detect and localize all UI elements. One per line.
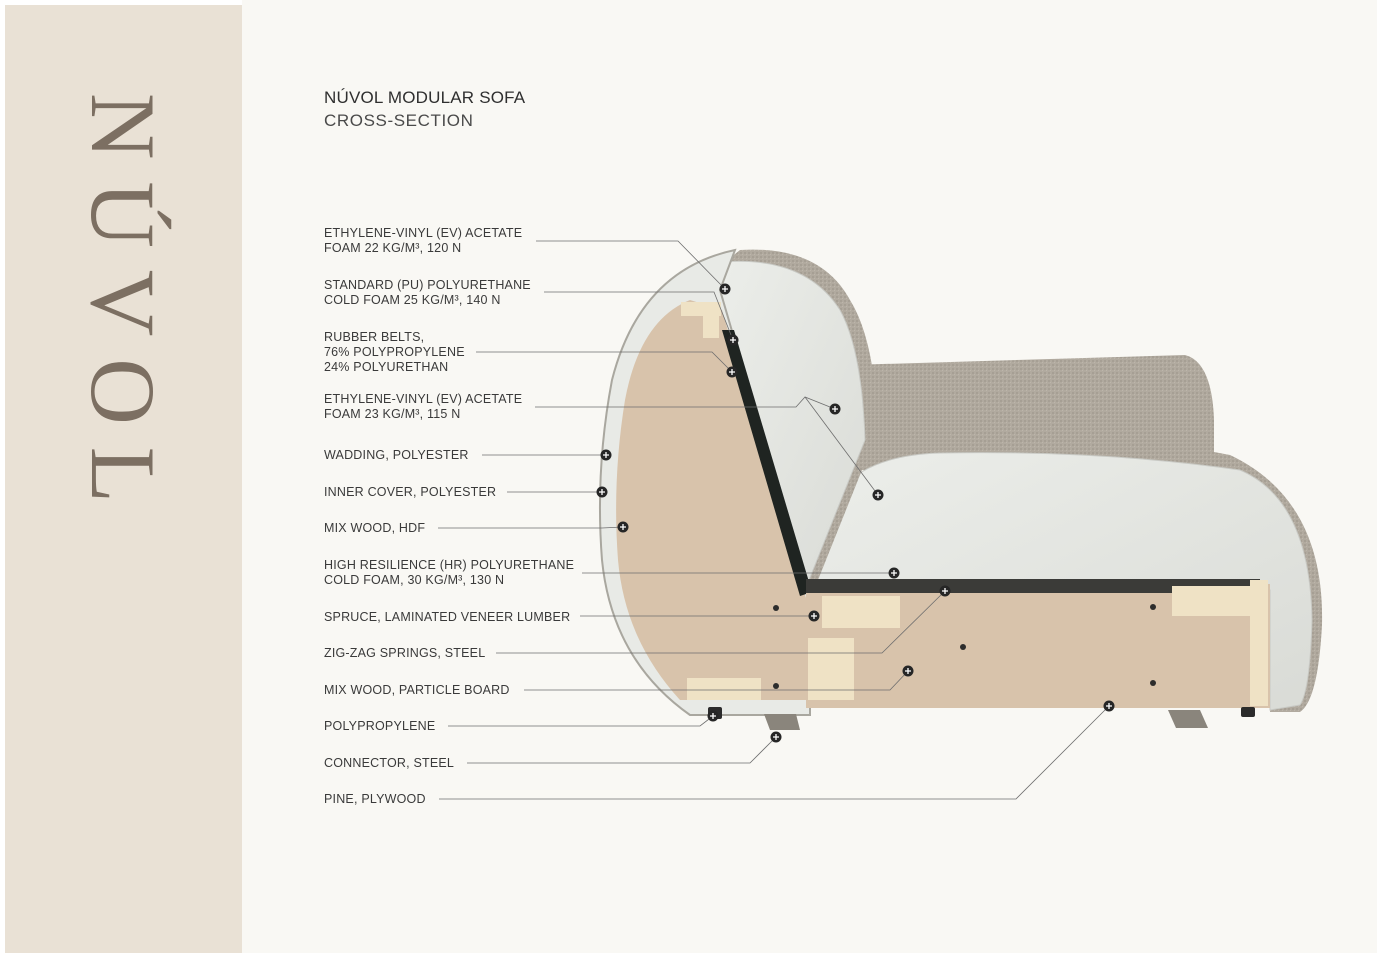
- component-label: ZIG-ZAG SPRINGS, STEEL: [324, 646, 485, 661]
- plus-in-circle-icon: [719, 283, 731, 295]
- brand-sidebar: NÚVOL: [5, 5, 242, 953]
- component-label-line: ZIG-ZAG SPRINGS, STEEL: [324, 646, 486, 660]
- lumber-block: [681, 302, 721, 316]
- diagram-subtitle: CROSS-SECTION: [324, 111, 474, 130]
- component-label-line: COLD FOAM, 30 KG/M³, 130 N: [324, 573, 505, 587]
- component-label-line: PINE, PLYWOOD: [324, 792, 426, 806]
- component-label-line: ETHYLENE-VINYL (EV) ACETATE: [324, 392, 523, 406]
- plus-in-circle-icon: [1103, 700, 1115, 712]
- component-label-line: 76% POLYPROPYLENE: [324, 345, 465, 359]
- lumber-block: [1172, 586, 1250, 616]
- leader-line: [544, 291, 734, 341]
- plus-in-circle-icon: [707, 710, 719, 722]
- lumber-block: [1250, 580, 1268, 706]
- leader-line: [439, 705, 1110, 800]
- component-label: CONNECTOR, STEEL: [324, 756, 454, 771]
- plus-in-circle-icon: [872, 489, 884, 501]
- component-label-line: CONNECTOR, STEEL: [324, 756, 455, 770]
- component-label-line: FOAM 22 KG/M³, 120 N: [324, 241, 462, 255]
- leader-line: [438, 526, 624, 529]
- leader-line: [476, 351, 733, 373]
- plus-in-circle-icon: [829, 403, 841, 415]
- component-label-line: INNER COVER, POLYESTER: [324, 485, 497, 499]
- zig-zag-springs: [806, 579, 1260, 593]
- component-label-line: POLYPROPYLENE: [324, 719, 436, 733]
- component-label: MIX WOOD, PARTICLE BOARD: [324, 683, 510, 698]
- lumber-block: [808, 638, 854, 700]
- component-label-line: MIX WOOD, HDF: [324, 521, 426, 535]
- rubber-belt-strip: [722, 330, 812, 596]
- component-label-line: STANDARD (PU) POLYURETHANE: [324, 278, 531, 292]
- component-label-line: SPRUCE, LAMINATED VENEER LUMBER: [324, 610, 571, 624]
- leader-line: [448, 715, 714, 727]
- leader-line: [467, 736, 777, 764]
- component-label-line: 24% POLYURETHAN: [324, 360, 449, 374]
- component-label: SPRUCE, LAMINATED VENEER LUMBER: [324, 610, 570, 625]
- diagram-title: NÚVOL MODULAR SOFA: [324, 88, 526, 107]
- plus-in-circle-icon: [727, 334, 739, 346]
- component-label-line: FOAM 23 KG/M³, 115 N: [324, 407, 461, 421]
- plus-in-circle-icon: [888, 567, 900, 579]
- component-label: POLYPROPYLENE: [324, 719, 435, 734]
- component-label-line: COLD FOAM 25 KG/M³, 140 N: [324, 293, 501, 307]
- leader-line: [496, 590, 946, 654]
- plus-in-circle-icon: [617, 521, 629, 533]
- plus-in-circle-icon: [902, 665, 914, 677]
- component-label: INNER COVER, POLYESTER: [324, 485, 496, 500]
- leader-line: [535, 396, 836, 410]
- component-label-line: ETHYLENE-VINYL (EV) ACETATE: [324, 226, 523, 240]
- component-label: WADDING, POLYESTER: [324, 448, 469, 463]
- leader-line: [524, 670, 909, 691]
- plus-in-circle-icon: [808, 610, 820, 622]
- foot: [1241, 707, 1255, 717]
- connector: [764, 714, 800, 730]
- plus-in-circle-icon: [770, 731, 782, 743]
- arm-wood-panel: [616, 300, 806, 700]
- component-label-line: HIGH RESILIENCE (HR) POLYURETHANE: [324, 558, 575, 572]
- back-cushion-foam: [714, 260, 866, 597]
- lumber-block: [822, 596, 900, 628]
- component-label: PINE, PLYWOOD: [324, 792, 426, 807]
- connector: [1168, 710, 1208, 728]
- lumber-block: [703, 316, 719, 338]
- plus-in-circle-icon: [939, 585, 951, 597]
- component-label-line: WADDING, POLYESTER: [324, 448, 469, 462]
- component-label-line: RUBBER BELTS,: [324, 330, 425, 344]
- plus-in-circle-icon: [596, 486, 608, 498]
- leader-line: [804, 396, 879, 496]
- lumber-block: [687, 678, 761, 700]
- leader-line: [536, 240, 726, 290]
- component-label-line: MIX WOOD, PARTICLE BOARD: [324, 683, 510, 697]
- plus-in-circle-icon: [600, 449, 612, 461]
- component-label: MIX WOOD, HDF: [324, 521, 425, 536]
- plus-in-circle-icon: [726, 366, 738, 378]
